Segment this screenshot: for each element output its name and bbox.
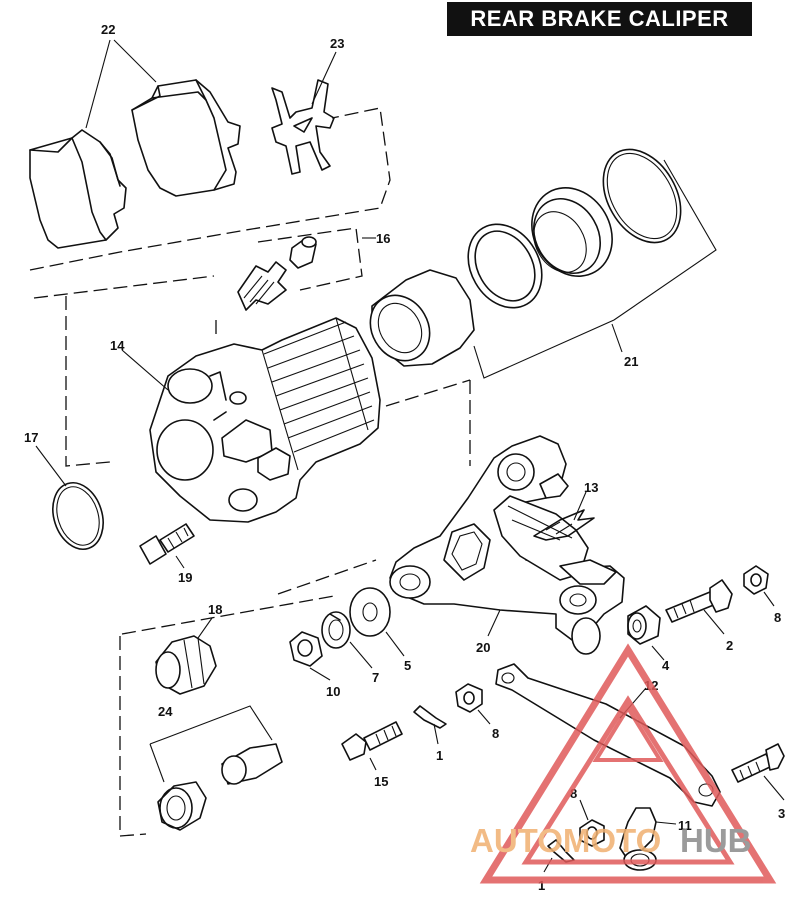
callout-22: 22: [101, 22, 115, 37]
leader-3: [763, 775, 785, 801]
dashed-outline-caliper: [33, 275, 217, 467]
leader-10: [309, 667, 331, 681]
retaining-ring: [602, 148, 682, 244]
leader-13: [573, 491, 587, 521]
bolt-3: [731, 743, 785, 783]
caliper-housing: [149, 317, 381, 523]
dashed-outline-bracket: [119, 379, 471, 837]
bushing-24: [157, 743, 283, 831]
lock-washer-7: [321, 611, 351, 649]
shoulder-bolt-15: [341, 721, 403, 761]
callout-7: 7: [372, 670, 379, 685]
callout-4: 4: [662, 658, 670, 673]
piston-seal: [467, 223, 543, 309]
callout-19: 19: [178, 570, 192, 585]
callout-18: 18: [208, 602, 222, 617]
leader-14: [121, 349, 169, 391]
leader-2: [703, 609, 725, 635]
leader-17: [35, 445, 67, 487]
callout-23: 23: [330, 36, 344, 51]
callout-1-top: 1: [436, 748, 443, 763]
nut-8-bottom: [579, 819, 605, 847]
callout-3: 3: [778, 806, 785, 821]
piston: [369, 269, 475, 367]
callout-17: 17: [24, 430, 38, 445]
leader-20: [487, 609, 501, 637]
brake-pad-left: [29, 129, 127, 249]
callout-20: 20: [476, 640, 490, 655]
spacer-4: [627, 605, 661, 645]
callout-8-bottom: 8: [570, 786, 577, 801]
callout-14: 14: [110, 338, 125, 353]
callout-8-middle: 8: [492, 726, 499, 741]
nut-8-middle: [455, 683, 483, 713]
leader-22: 22: [85, 22, 157, 129]
callout-16: 16: [376, 231, 390, 246]
leader-8-top: [763, 591, 775, 607]
callout-15: 15: [374, 774, 388, 789]
dust-boot: [531, 187, 613, 277]
leader-8-middle: [477, 709, 491, 725]
o-ring: [52, 482, 104, 550]
pad-spring: [271, 79, 335, 175]
callout-1-bottom: 1: [538, 878, 545, 893]
leader-18: [197, 617, 213, 639]
flat-washer-5: [349, 587, 391, 637]
dashed-line-mount: [121, 559, 377, 635]
leader-15: [369, 757, 377, 771]
leader-5: [385, 631, 405, 657]
callout-8-top: 8: [774, 610, 781, 625]
callout-5: 5: [404, 658, 411, 673]
leader-8-bottom: [579, 799, 589, 821]
pad-clip: [533, 509, 595, 541]
nut-10: [289, 631, 323, 667]
callout-21: 21: [624, 354, 638, 369]
leader-23: [311, 51, 337, 105]
leader-21: [611, 323, 623, 353]
callout-2: 2: [726, 638, 733, 653]
leader-1-top: [433, 723, 439, 745]
callout-10: 10: [326, 684, 340, 699]
nut-8-top: [743, 565, 769, 595]
mounting-bolt-19: [139, 523, 195, 565]
leader-7: [349, 641, 373, 669]
leader-11: [655, 821, 677, 825]
leader-24-bracket: [149, 705, 273, 745]
diagram-title: REAR BRAKE CALIPER: [447, 2, 752, 36]
watermark-text-1: AUTOMOTO: [470, 822, 661, 859]
callout-24: 24: [158, 704, 173, 719]
callout-13: 13: [584, 480, 598, 495]
rubber-boot-18: [155, 635, 217, 695]
cotter-pin-top: [413, 705, 447, 729]
leader-4: [651, 645, 665, 661]
dashed-outline-pads: [29, 107, 391, 271]
watermark-logo: AUTOMOTO HUB: [470, 643, 777, 884]
mounting-bracket: [389, 435, 625, 655]
leader-24-down: [149, 743, 165, 783]
dashed-box-16: [257, 227, 363, 291]
callout-11: 11: [678, 818, 692, 833]
bolt-2: [665, 579, 733, 623]
leader-21-bracket: [473, 159, 717, 379]
leader-19: [175, 555, 185, 569]
brake-pad-right: [131, 79, 241, 197]
bleeder-valve: [237, 236, 317, 311]
watermark-text-2: HUB: [680, 822, 752, 859]
